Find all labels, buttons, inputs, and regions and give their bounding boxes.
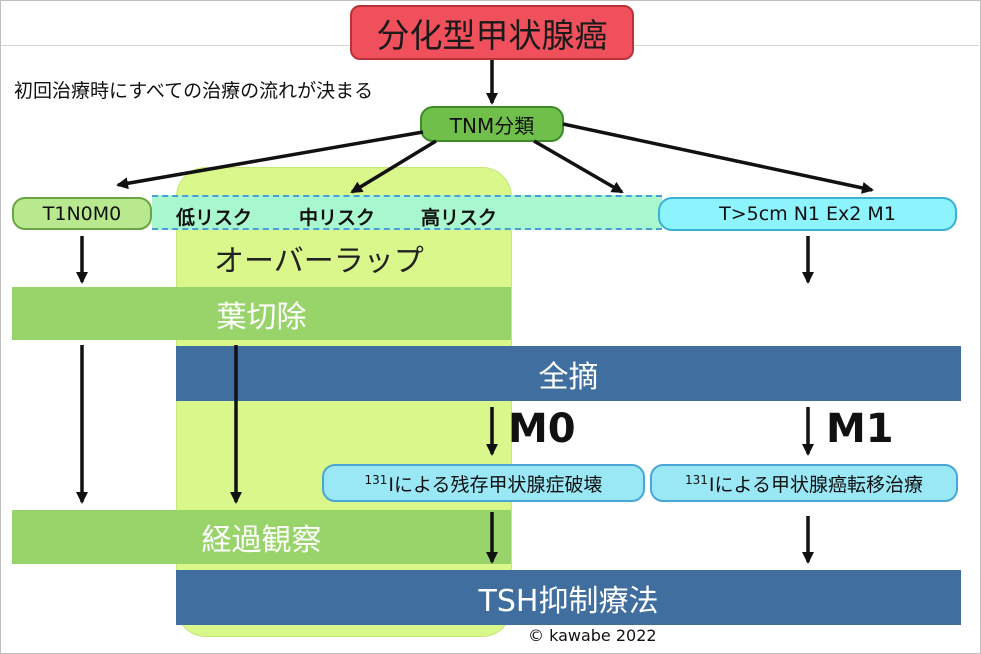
ablation-text: Iによる残存甲状腺症破壊: [388, 473, 603, 496]
observation-bar: 経過観察: [12, 510, 511, 564]
lobectomy-bar: 葉切除: [12, 287, 511, 340]
total-thyroidectomy-bar: 全摘: [176, 346, 961, 401]
m0-label: M0: [508, 406, 576, 452]
metastasis-therapy-text: Iによる甲状腺癌転移治療: [708, 473, 923, 496]
stage-advanced-node: T>5cm N1 Ex2 M1: [658, 197, 957, 231]
isotope-mass-number: 131: [685, 473, 708, 487]
arrow-tnm-to-low: [350, 139, 437, 194]
isotope-mass-number: 131: [364, 473, 388, 487]
arrow-tnm-to-high: [533, 139, 624, 194]
arrow-tnm-to-advanced: [562, 122, 874, 194]
stage-t1n0m0-node: T1N0M0: [12, 197, 152, 230]
high-risk-label: 高リスク: [421, 207, 498, 229]
tsh-suppression-bar: TSH抑制療法: [176, 570, 961, 625]
risk-band: [152, 195, 662, 230]
m1-label: M1: [826, 406, 894, 452]
arrow-tnm-to-t1: [116, 130, 424, 190]
copyright-text: © kawabe 2022: [528, 626, 657, 645]
mid-risk-label: 中リスク: [299, 207, 376, 229]
low-risk-label: 低リスク: [176, 207, 253, 229]
tnm-node: TNM分類: [420, 106, 564, 142]
overlap-label: オーバーラップ: [214, 244, 424, 279]
title-node: 分化型甲状腺癌: [350, 5, 634, 60]
note-text: 初回治療時にすべての治療の流れが決まる: [14, 80, 374, 102]
